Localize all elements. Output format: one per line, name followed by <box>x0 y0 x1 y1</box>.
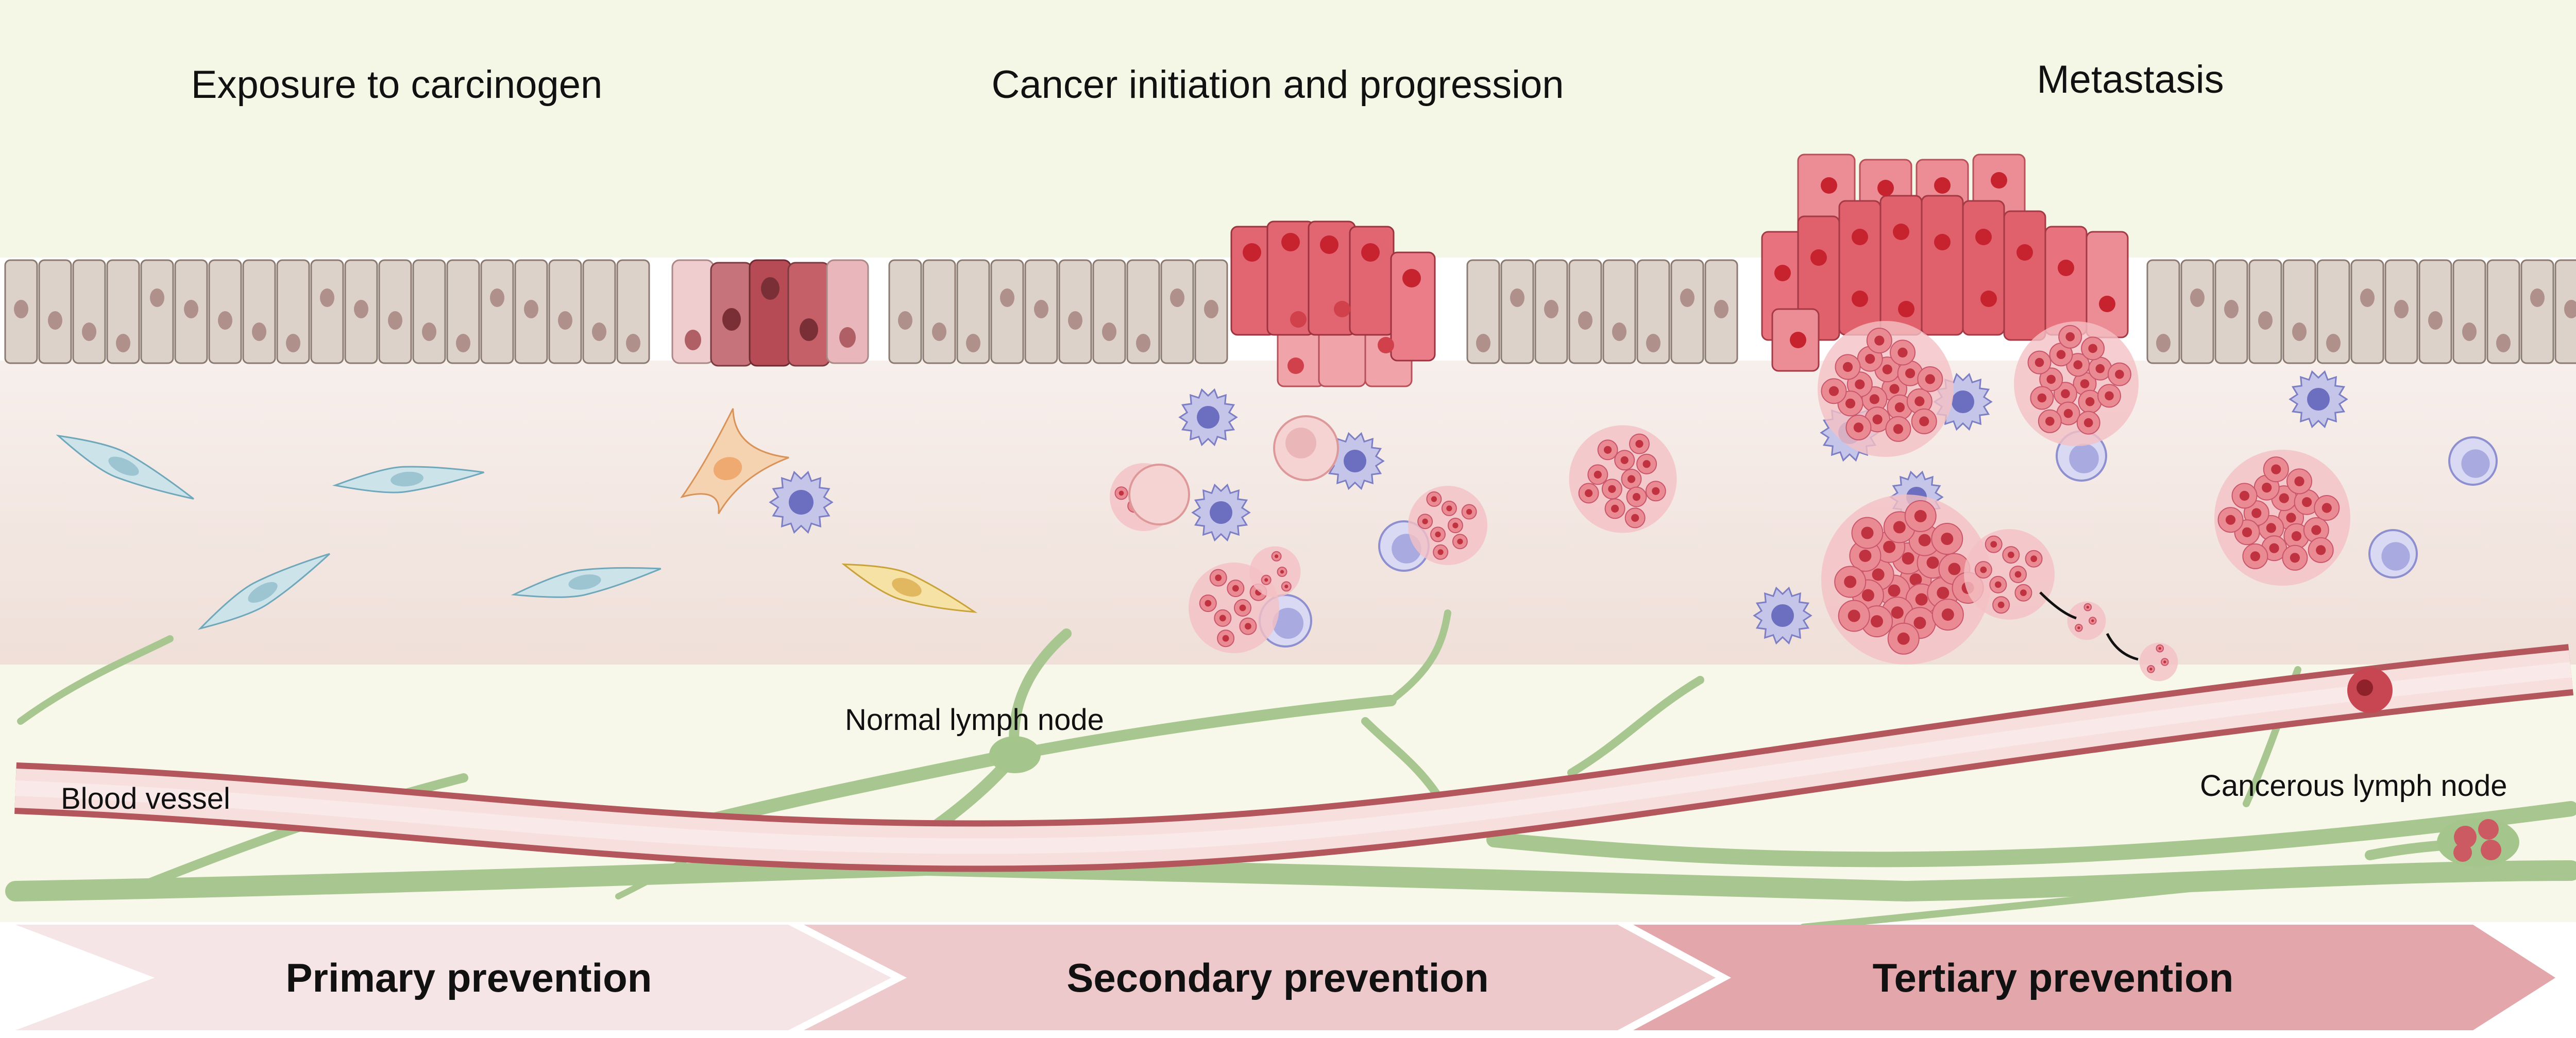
primary-tumor <box>1230 220 1436 387</box>
blood-vessel-label: Blood vessel <box>61 782 230 815</box>
banner-primary <box>15 925 907 1030</box>
tumor-cluster <box>2067 601 2106 640</box>
immune-cell <box>1325 432 1385 490</box>
epithelium-layer <box>4 259 2576 364</box>
immune-cells <box>769 370 2498 648</box>
tumor-cluster <box>1249 546 1301 598</box>
immune-cell <box>2289 370 2348 429</box>
tumor-cluster <box>1821 495 1991 665</box>
fibroblast-cells <box>56 408 978 630</box>
tumor-clusters <box>1110 321 2350 682</box>
tumor-cluster <box>1569 425 1677 533</box>
banner-tertiary <box>1633 925 2555 1030</box>
tumor-cluster <box>2014 321 2139 446</box>
immune-cell <box>1753 586 1812 645</box>
metastatic-tumor <box>1761 154 2129 372</box>
immune-cell <box>769 470 834 534</box>
tumor-cluster <box>2139 642 2178 682</box>
banner-secondary-label: Secondary prevention <box>1066 955 1488 1000</box>
tumor-cluster <box>1964 529 2055 620</box>
immune-cell <box>1191 483 1251 542</box>
normal-lymph-node-label: Normal lymph node <box>845 703 1104 737</box>
normal-lymph-node <box>989 736 1041 773</box>
transformed-cells <box>671 259 869 367</box>
lymphocyte-cell <box>2448 436 2498 486</box>
stage-title-metastasis: Metastasis <box>2037 58 2224 101</box>
immune-cell <box>1178 388 1238 447</box>
prevention-banners: Primary prevention Secondary prevention … <box>15 925 2555 1030</box>
stage-title-exposure: Exposure to carcinogen <box>191 63 602 107</box>
blood-vessel <box>14 644 2574 872</box>
cancerous-lymph-node-label: Cancerous lymph node <box>2200 769 2507 803</box>
tumor-cluster <box>1818 321 1954 457</box>
banner-secondary <box>788 925 1716 1030</box>
tumor-cluster <box>2214 450 2350 586</box>
banner-tertiary-label: Tertiary prevention <box>1873 955 2234 1000</box>
top-background <box>0 0 2576 258</box>
stage-title-initiation: Cancer initiation and progression <box>991 63 1564 107</box>
tumor-cluster <box>1408 486 1487 565</box>
cancerous-lymph-node <box>2437 818 2519 867</box>
lymphocyte-cell <box>2368 529 2418 578</box>
circulating-tumor-cell <box>2347 668 2393 713</box>
banner-primary-label: Primary prevention <box>286 955 652 1000</box>
